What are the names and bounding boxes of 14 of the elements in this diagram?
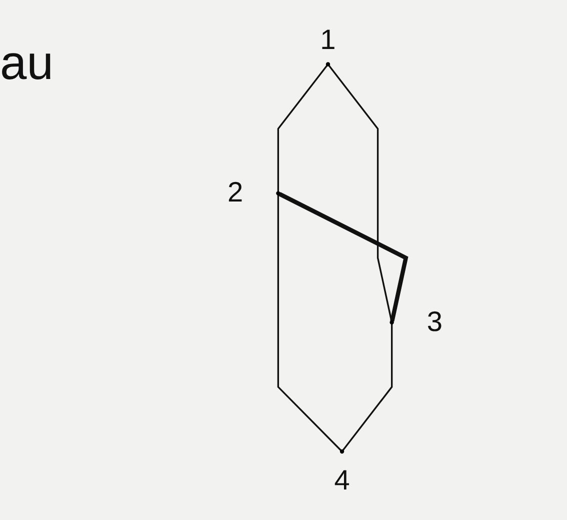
vertex-number: 3: [426, 306, 443, 337]
vertex-dot: [340, 449, 344, 454]
vertex-dot: [326, 62, 330, 66]
edge-line: [342, 324, 393, 451]
vertex-number: 4: [334, 464, 350, 496]
vertex-dot: [276, 191, 280, 196]
vertex-number: 1: [320, 24, 336, 55]
edge-line: [277, 64, 328, 192]
vertex-dot: [390, 320, 394, 324]
vertex-number: 2: [227, 176, 244, 208]
heading-text: au: [0, 40, 54, 88]
edge-line: [328, 64, 392, 322]
edge-line: [278, 192, 408, 322]
edge-line: [277, 194, 342, 452]
